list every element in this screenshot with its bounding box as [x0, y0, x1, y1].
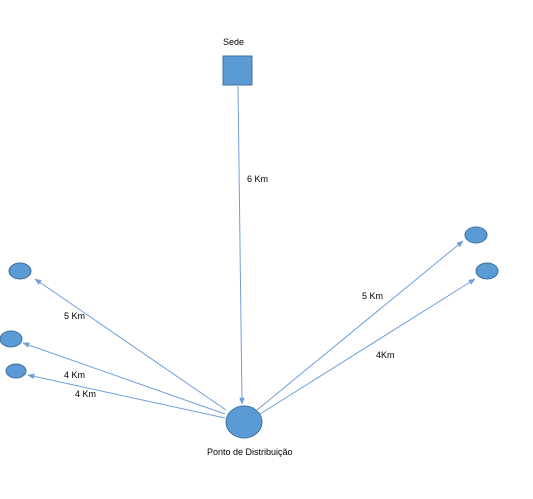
edge-to-right-lower	[259, 278, 476, 415]
left-middle-node	[0, 330, 23, 348]
hq-node	[222, 55, 253, 86]
right-upper-node	[464, 226, 488, 244]
edge-to-left-lower	[27, 373, 226, 419]
distribution-node	[225, 405, 263, 439]
edge-label-left-upper: 5 Km	[64, 311, 86, 321]
edge-to-left-upper	[34, 278, 227, 411]
edge-to-right-upper	[256, 240, 464, 411]
edge-label-left-lower: 4 Km	[75, 389, 97, 399]
edge-label-left-middle: 4 Km	[64, 370, 86, 380]
edge-label-hq-to-distribution: 6 Km	[247, 174, 269, 184]
right-lower-node	[475, 262, 499, 280]
edge-label-right-lower: 4Km	[376, 350, 395, 360]
left-upper-node	[8, 262, 32, 280]
edge-to-left-middle	[22, 342, 226, 415]
hq-label: Sede	[223, 37, 245, 47]
distribution-label: Ponto de Distribuição	[207, 447, 293, 457]
left-lower-node	[5, 363, 27, 379]
edge-label-right-upper: 5 Km	[362, 291, 384, 301]
edge-hq-to-distribution	[237, 85, 245, 405]
